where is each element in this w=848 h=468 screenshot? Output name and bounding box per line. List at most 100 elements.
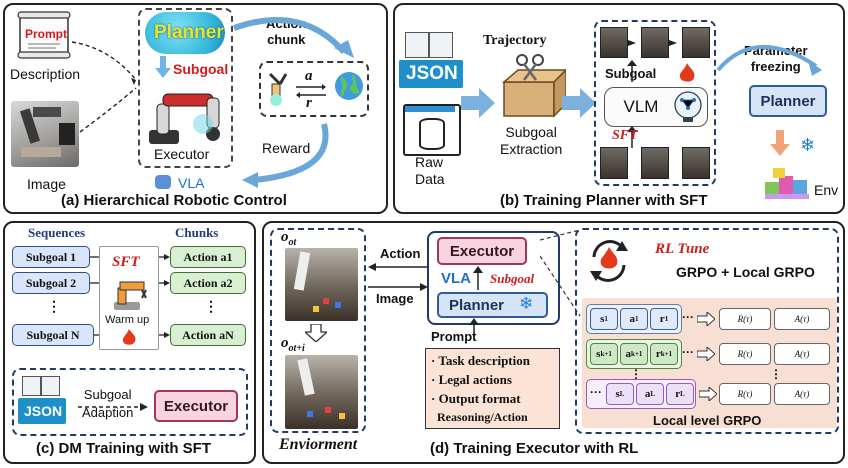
subgoal-1-box: Subgoal 1 bbox=[12, 246, 90, 268]
flame-icon-b bbox=[679, 63, 695, 82]
panel-a-caption: (a) Hierarchical Robotic Control bbox=[61, 192, 287, 209]
image-arrow-d bbox=[368, 283, 428, 291]
up-arrow-sft bbox=[627, 126, 637, 148]
row-2-arrow bbox=[697, 347, 715, 361]
action-symbol: a bbox=[305, 68, 313, 84]
subgoal-label-b: Subgoal bbox=[605, 66, 657, 81]
grpo-vdots-left: ⋮ bbox=[630, 367, 642, 381]
rl-cycle-icon bbox=[590, 240, 628, 282]
down-arrow-icon bbox=[155, 56, 171, 78]
reward-symbol: r bbox=[306, 95, 312, 111]
action-n-box: Action aN bbox=[170, 324, 246, 346]
executor-label-d: Executor bbox=[449, 242, 515, 260]
env-label: Env bbox=[814, 182, 839, 198]
cell-reward-1: R(τ) bbox=[719, 308, 771, 330]
cell-reward-3: R(τ) bbox=[719, 383, 771, 405]
image-label-d: Image bbox=[376, 291, 414, 306]
subgoal-frames-top bbox=[600, 27, 710, 58]
cell-reward-2: R(τ) bbox=[719, 343, 771, 365]
snowflake-icon-b: ❄ bbox=[800, 135, 816, 155]
executor-label: Executor bbox=[154, 146, 210, 162]
adaption-box bbox=[12, 368, 248, 436]
prompt-label-d: Prompt bbox=[431, 329, 477, 344]
cell-adv-2: A(τ) bbox=[774, 343, 830, 365]
interaction-box bbox=[259, 61, 369, 117]
row-1-arrow bbox=[697, 312, 715, 326]
executor-box-d: Executor bbox=[437, 237, 527, 265]
local-grpo-label: Local level GRPO bbox=[653, 413, 762, 428]
network-bulb-icon bbox=[674, 91, 702, 122]
flame-icon-c bbox=[122, 329, 136, 345]
box-scissors-icon bbox=[501, 54, 566, 118]
subgoal-extraction-label: Subgoal Extraction bbox=[500, 124, 563, 157]
subgoal-label-d: Subgoal bbox=[490, 271, 535, 286]
planner-label-d: Planner bbox=[449, 296, 505, 314]
vla-label-d: VLA bbox=[441, 270, 471, 287]
time-step-arrow bbox=[305, 324, 327, 342]
o-t-label: oot bbox=[281, 229, 297, 248]
prompt-up-arrow-d bbox=[469, 318, 479, 336]
prompt-item-legal: · Legal actions bbox=[431, 372, 512, 387]
arrow-to-vlm bbox=[562, 88, 596, 118]
reward-arrow bbox=[242, 123, 329, 188]
json-label: JSON bbox=[406, 63, 458, 84]
panel-d-caption: (d) Training Executor with RL bbox=[430, 440, 639, 457]
panel-c-caption: (c) DM Training with SFT bbox=[36, 440, 211, 457]
subgoal-n-box: Subgoal N bbox=[12, 324, 94, 346]
action-1-box: Action a1 bbox=[170, 246, 246, 268]
prompt-item-reasoning: Reasoning/Action bbox=[431, 410, 528, 424]
subgoal-label: Subgoal bbox=[173, 61, 229, 77]
action-vdots: ⋮ bbox=[204, 298, 218, 314]
action-label-d: Action bbox=[380, 246, 421, 261]
prompt-label: Prompt bbox=[25, 27, 67, 41]
action-arrow-d bbox=[368, 263, 428, 271]
environment-box bbox=[270, 228, 366, 433]
row-3-arrow bbox=[699, 387, 717, 401]
action-2-box: Action a2 bbox=[170, 272, 246, 294]
globe-icon bbox=[335, 72, 363, 100]
subgoal-2-box: Subgoal 2 bbox=[12, 272, 90, 294]
database-icon bbox=[403, 104, 461, 156]
rl-tune-label: RL Tune bbox=[655, 241, 710, 257]
planner-training-box bbox=[594, 20, 716, 186]
prompt-item-format: · Output format bbox=[431, 391, 521, 406]
sft-connectors bbox=[90, 254, 170, 338]
cell-adv-1: A(τ) bbox=[774, 308, 830, 330]
sft-label-c: SFT bbox=[112, 254, 140, 270]
grpo-label: GRPO + Local GRPO bbox=[676, 264, 815, 280]
frame-arrows-top bbox=[628, 40, 677, 46]
reward-label: Reward bbox=[262, 140, 311, 156]
raw-data-label: Raw Data bbox=[415, 154, 445, 187]
prompt-item-task: · Task description bbox=[431, 353, 530, 368]
exchange-arrows bbox=[296, 84, 326, 98]
json-icon bbox=[399, 30, 465, 92]
chunks-header: Chunks bbox=[175, 225, 219, 240]
warm-up-label: Warm up bbox=[105, 314, 150, 326]
executor-label-c: Executor bbox=[163, 397, 229, 415]
environment-label: Enviorment bbox=[279, 436, 358, 453]
trajectory-label: Trajectory bbox=[483, 33, 547, 48]
prompt-list-box bbox=[425, 348, 560, 429]
row-3-ellipsis-left: ··· bbox=[590, 385, 602, 399]
vla-robot-icon bbox=[155, 175, 171, 189]
up-arrow-b bbox=[627, 60, 637, 82]
env-frame-t bbox=[285, 248, 358, 321]
hierarchy-box bbox=[138, 8, 233, 168]
input-connectors bbox=[71, 41, 137, 133]
snowflake-icon-d: ❄ bbox=[519, 294, 534, 313]
row-2-ellipsis: ··· bbox=[682, 345, 694, 359]
freeze-arrow bbox=[716, 44, 822, 76]
robot-photo bbox=[11, 101, 79, 167]
image-label: Image bbox=[27, 176, 66, 192]
planner-up-arrow-d bbox=[473, 266, 483, 290]
planner-box-b: Planner bbox=[749, 85, 827, 117]
sequences-header: Sequences bbox=[28, 225, 86, 240]
adaption-arrow bbox=[78, 403, 148, 411]
arrow-to-box bbox=[461, 88, 495, 118]
subgoal-frames-bottom bbox=[600, 147, 710, 179]
